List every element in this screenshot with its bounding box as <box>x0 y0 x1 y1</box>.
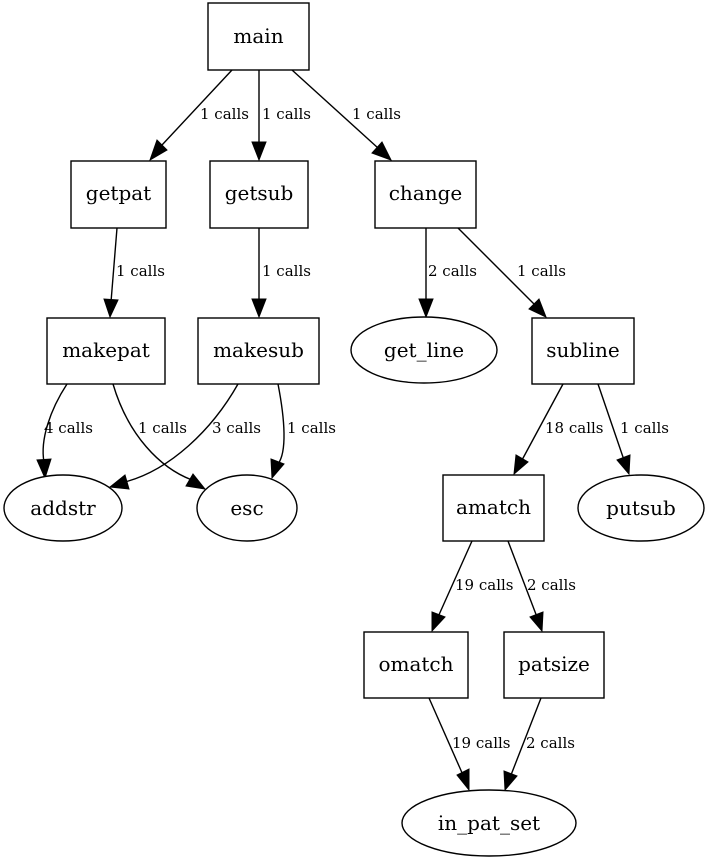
svg-text:makepat: makepat <box>62 338 150 362</box>
node-subline: subline <box>531 317 635 385</box>
edge-change-get-line: 2 calls <box>418 228 477 319</box>
edge-main-getpat: 1 calls <box>149 69 249 162</box>
svg-text:getpat: getpat <box>86 181 151 205</box>
svg-text:1 calls: 1 calls <box>116 262 165 280</box>
svg-text:1 calls: 1 calls <box>352 105 401 123</box>
svg-text:19 calls: 19 calls <box>455 576 514 594</box>
svg-text:1 calls: 1 calls <box>517 262 566 280</box>
edge-getsub-makesub: 1 calls <box>251 228 311 319</box>
svg-text:esc: esc <box>230 496 263 520</box>
svg-text:putsub: putsub <box>606 496 676 520</box>
edge-main-getsub: 1 calls <box>251 70 311 162</box>
svg-text:in_pat_set: in_pat_set <box>438 811 540 835</box>
edge-makesub-esc: 1 calls <box>270 383 336 480</box>
svg-text:1 calls: 1 calls <box>287 419 336 437</box>
svg-text:main: main <box>233 24 283 48</box>
svg-text:subline: subline <box>546 338 619 362</box>
svg-text:3 calls: 3 calls <box>212 419 261 437</box>
node-makesub: makesub <box>197 317 320 385</box>
edge-amatch-omatch: 19 calls <box>431 540 514 633</box>
edge-getpat-makepat: 1 calls <box>103 227 165 319</box>
svg-text:18 calls: 18 calls <box>545 419 604 437</box>
svg-text:amatch: amatch <box>456 495 531 519</box>
edge-makesub-addstr: 3 calls <box>108 383 261 490</box>
svg-text:get_line: get_line <box>384 338 464 362</box>
svg-text:1 calls: 1 calls <box>138 419 187 437</box>
svg-text:omatch: omatch <box>378 652 453 676</box>
svg-text:1 calls: 1 calls <box>262 105 311 123</box>
svg-text:2 calls: 2 calls <box>527 576 576 594</box>
svg-text:2 calls: 2 calls <box>428 262 477 280</box>
svg-text:1 calls: 1 calls <box>620 419 669 437</box>
edge-change-subline: 1 calls <box>457 227 566 318</box>
svg-text:1 calls: 1 calls <box>262 262 311 280</box>
node-change: change <box>374 160 477 229</box>
edge-subline-putsub: 1 calls <box>597 383 669 476</box>
svg-text:getsub: getsub <box>225 181 294 205</box>
node-patsize: patsize <box>503 631 605 699</box>
svg-text:makesub: makesub <box>213 338 304 362</box>
node-putsub: putsub <box>577 474 705 542</box>
edge-omatch-in-pat-set: 19 calls <box>428 697 511 792</box>
svg-text:2 calls: 2 calls <box>526 734 575 752</box>
node-getsub: getsub <box>209 160 309 229</box>
svg-text:1 calls: 1 calls <box>200 105 249 123</box>
node-makepat: makepat <box>46 317 166 385</box>
svg-text:change: change <box>389 181 463 205</box>
svg-text:patsize: patsize <box>518 652 590 676</box>
node-addstr: addstr <box>3 474 123 542</box>
svg-text:addstr: addstr <box>30 496 96 520</box>
node-get-line: get_line <box>350 316 498 384</box>
node-esc: esc <box>196 474 298 542</box>
edge-makepat-esc: 1 calls <box>112 383 207 490</box>
node-main: main <box>207 2 310 71</box>
svg-text:4 calls: 4 calls <box>44 419 93 437</box>
node-getpat: getpat <box>70 160 167 229</box>
edge-main-change: 1 calls <box>291 69 401 161</box>
edge-subline-amatch: 18 calls <box>513 383 604 476</box>
edge-makepat-addstr: 4 calls <box>36 383 93 480</box>
svg-text:19 calls: 19 calls <box>452 734 511 752</box>
node-in-pat-set: in_pat_set <box>401 789 577 857</box>
edge-amatch-patsize: 2 calls <box>507 540 576 633</box>
node-amatch: amatch <box>442 474 545 542</box>
edge-patsize-in-pat-set: 2 calls <box>503 697 575 792</box>
node-omatch: omatch <box>363 631 469 699</box>
